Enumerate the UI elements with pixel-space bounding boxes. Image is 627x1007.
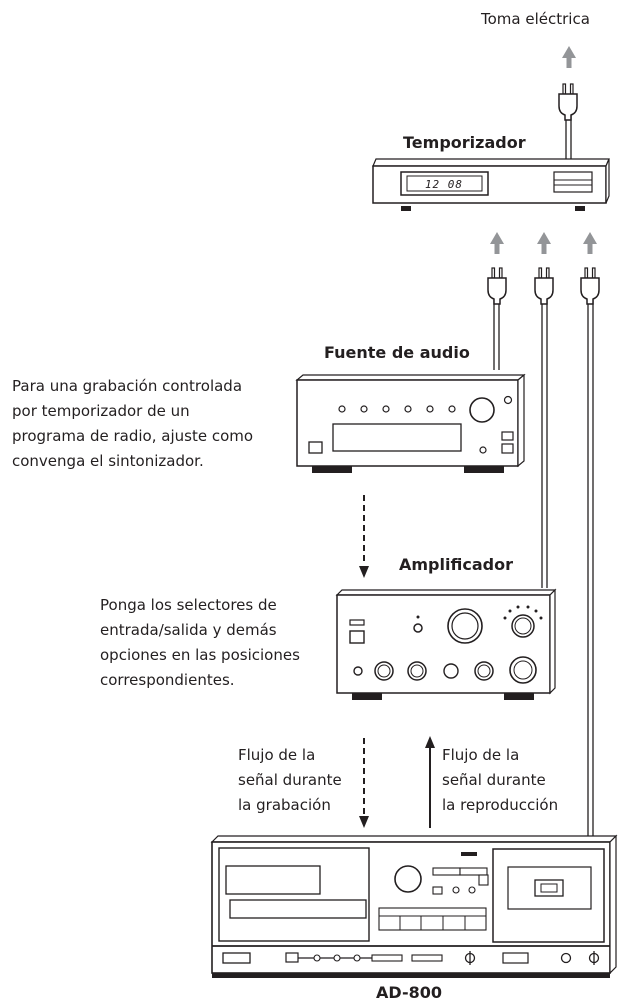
outlet-up-arrow bbox=[562, 46, 576, 68]
timer-display-text: 12 08 bbox=[425, 178, 463, 191]
tuner-note-line: convenga el sintonizador. bbox=[12, 452, 204, 470]
audio-source-plug-icon bbox=[487, 267, 507, 305]
amp-note-line: opciones en las posiciones bbox=[100, 646, 300, 664]
amplifier-up-arrow bbox=[537, 232, 551, 254]
audio-source-unit bbox=[295, 373, 526, 473]
amp-note-line: correspondientes. bbox=[100, 671, 235, 689]
amp-note-line: Ponga los selectores de bbox=[100, 596, 277, 614]
audio-source-up-arrow bbox=[490, 232, 504, 254]
tuner-note-line: Para una grabación controlada bbox=[12, 377, 243, 395]
amplifier-title: Amplificador bbox=[399, 555, 513, 574]
recording-flow-line: Flujo de la bbox=[238, 746, 316, 764]
deck-plug-icon bbox=[580, 267, 600, 305]
timer-unit bbox=[372, 158, 610, 211]
amplifier-unit bbox=[335, 588, 557, 700]
audio-source-title: Fuente de audio bbox=[324, 343, 470, 362]
timer-title: Temporizador bbox=[403, 133, 526, 152]
playback-flow-line: la reproducción bbox=[442, 796, 559, 814]
recording-flow-line: señal durante bbox=[238, 771, 342, 789]
amp-note-line: entrada/salida y demás bbox=[100, 621, 277, 639]
deck-title: AD-800 bbox=[376, 983, 442, 1002]
tuner-note-line: por temporizador de un bbox=[12, 402, 190, 420]
power-cords bbox=[493, 300, 594, 836]
recording-flow-arrow bbox=[359, 738, 369, 828]
amplifier-plug-icon bbox=[534, 267, 554, 305]
playback-flow-line: señal durante bbox=[442, 771, 546, 789]
deck-up-arrow bbox=[583, 232, 597, 254]
outlet-label: Toma eléctrica bbox=[481, 10, 590, 28]
playback-flow-line: Flujo de la bbox=[442, 746, 520, 764]
tuner-note-line: programa de radio, ajuste como bbox=[12, 427, 254, 445]
recording-flow-line: la grabación bbox=[238, 796, 331, 814]
playback-flow-arrow bbox=[425, 736, 435, 828]
source-to-amp-dashed-arrow bbox=[359, 495, 369, 578]
cassette-deck-unit bbox=[210, 834, 618, 978]
timer-plug-icon bbox=[558, 83, 578, 121]
